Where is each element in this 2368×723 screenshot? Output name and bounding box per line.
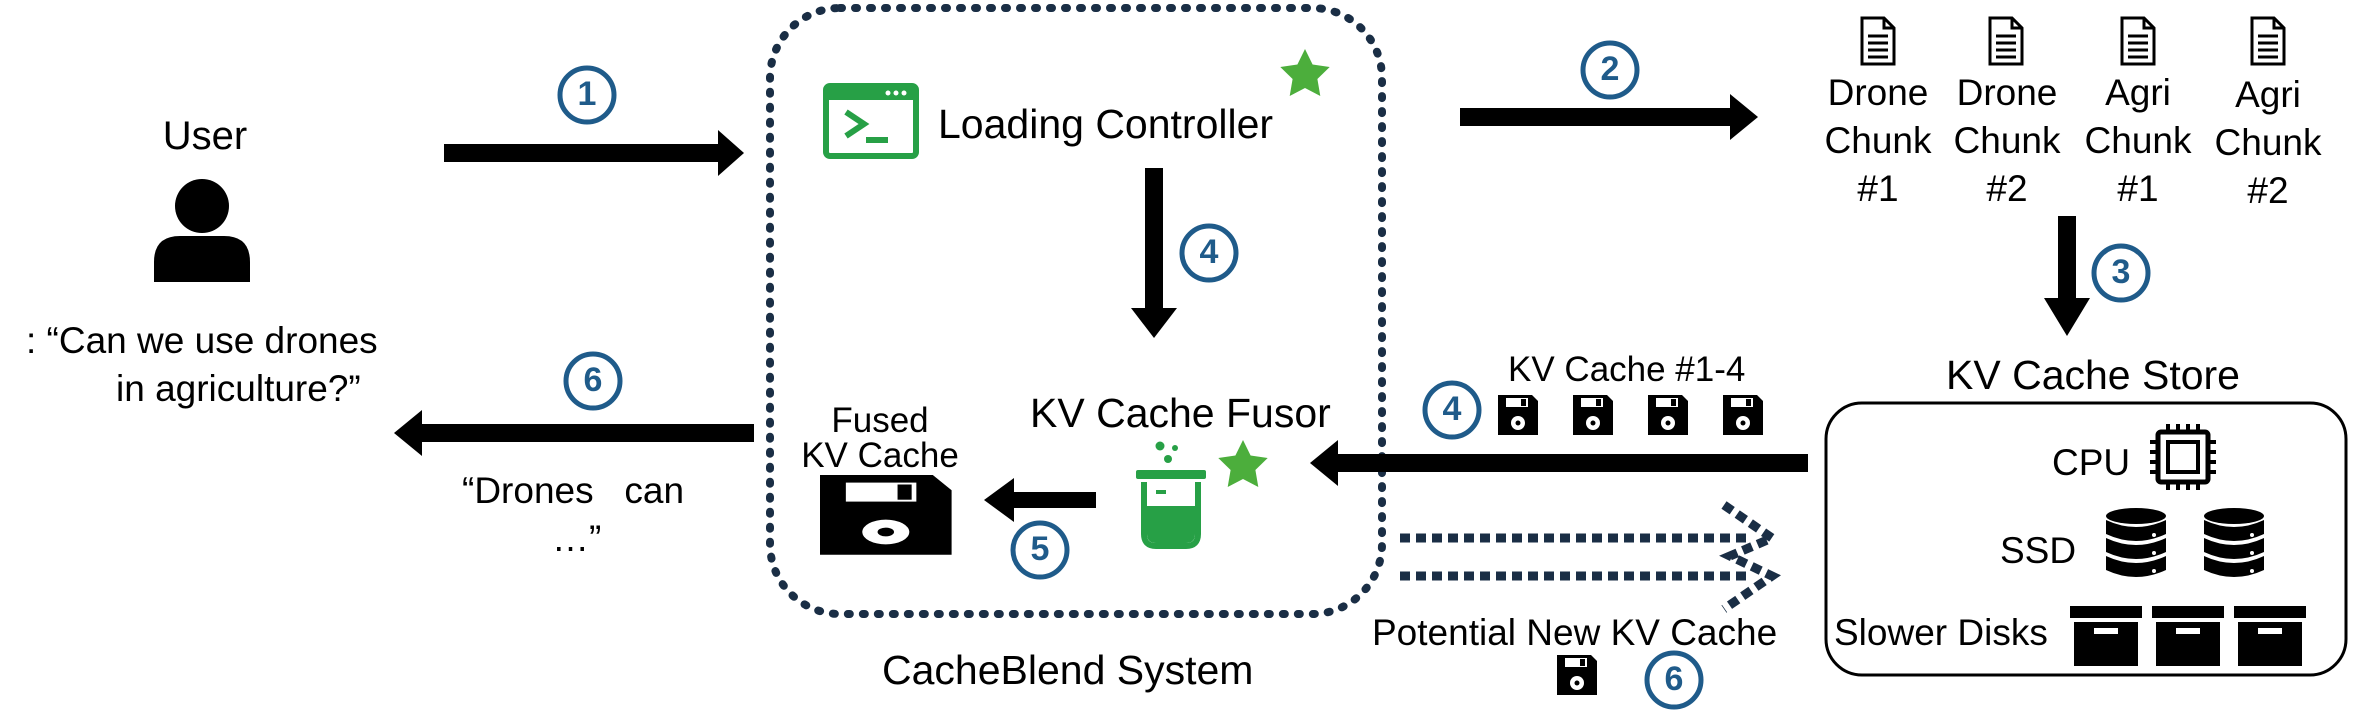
storage-box-icon-2 xyxy=(2152,606,2224,666)
loading-controller-label: Loading Controller xyxy=(938,101,1274,147)
arrow-store-to-fusor xyxy=(1310,440,1808,486)
arrow-chunks-to-store xyxy=(2044,216,2090,336)
arrow-controller-to-fusor xyxy=(1131,168,1177,338)
potential-new-kv-cache-label: Potential New KV Cache xyxy=(1372,612,1778,653)
document-icon-drone-1 xyxy=(1860,16,1896,66)
step-3-label: 3 xyxy=(2111,253,2131,291)
user-icon xyxy=(154,179,250,282)
terminal-icon xyxy=(823,83,919,159)
chunk-2-line2: Chunk xyxy=(1953,120,2061,161)
arrow-answer-to-user xyxy=(394,410,754,456)
beaker-icon xyxy=(1136,441,1206,549)
user-query-line2: in agriculture?” xyxy=(116,368,361,409)
storage-box-icon-1 xyxy=(2070,606,2142,666)
answer-line1: “Drones can xyxy=(462,470,685,511)
storage-box-icon-3 xyxy=(2234,606,2306,666)
answer-line2: …” xyxy=(552,518,602,559)
chunk-2-line1: Drone xyxy=(1956,72,2058,113)
document-icon-drone-2 xyxy=(1988,16,2024,66)
user-label: User xyxy=(162,114,248,158)
step-5-label: 5 xyxy=(1030,530,1050,568)
step-1-label: 1 xyxy=(577,75,597,113)
step-6a-label: 6 xyxy=(583,361,603,399)
store-ssd-label: SSD xyxy=(2000,530,2077,571)
kv-cache-fusor-label: KV Cache Fusor xyxy=(1030,390,1331,436)
star-icon-controller xyxy=(1280,49,1330,96)
cacheblend-system-label: CacheBlend System xyxy=(882,647,1254,693)
kv-cache-floppy-icon-2 xyxy=(1573,395,1613,435)
chunk-2-line3: #2 xyxy=(1986,168,2028,209)
chunk-3-line3: #1 xyxy=(2117,168,2159,209)
new-kv-cache-floppy-icon xyxy=(1557,655,1597,695)
cacheblend-system-boundary xyxy=(766,4,1386,618)
user-query-line1: : “Can we use drones xyxy=(26,320,378,361)
star-icon-fusor xyxy=(1218,440,1268,487)
fused-kv-cache-line1: Fused xyxy=(831,401,929,440)
store-cpu-label: CPU xyxy=(2052,442,2131,483)
document-icon-agri-1 xyxy=(2120,16,2156,66)
fused-kv-cache-line2: KV Cache xyxy=(801,436,959,475)
kv-cache-store-title: KV Cache Store xyxy=(1946,352,2240,398)
store-slower-disks-label: Slower Disks xyxy=(1834,612,2048,653)
chunk-1-line2: Chunk xyxy=(1824,120,1932,161)
step-4b-label: 4 xyxy=(1442,390,1462,428)
chunk-4-line3: #2 xyxy=(2247,170,2289,211)
fused-kv-cache-floppy-icon xyxy=(820,475,952,555)
kv-cache-floppy-icon-1 xyxy=(1498,395,1538,435)
chunk-4-line2: Chunk xyxy=(2214,122,2322,163)
kv-cache-floppy-icon-4 xyxy=(1723,395,1763,435)
kv-cache-1-4-label: KV Cache #1-4 xyxy=(1508,350,1746,389)
kv-cache-floppy-icon-3 xyxy=(1648,395,1688,435)
database-icon-1 xyxy=(2106,508,2166,577)
arrow-new-cache-to-store xyxy=(1400,501,1782,613)
chunk-1-line1: Drone xyxy=(1827,72,1929,113)
arrow-query-to-system xyxy=(444,130,744,176)
database-icon-2 xyxy=(2204,508,2264,577)
chunk-1-line3: #1 xyxy=(1857,168,1899,209)
arrow-system-to-chunks xyxy=(1460,94,1758,140)
arrow-fusor-to-fused-cache xyxy=(984,478,1096,522)
cpu-chip-icon xyxy=(2150,424,2216,490)
chunk-4-line1: Agri xyxy=(2235,74,2301,115)
document-icon-agri-2 xyxy=(2250,16,2286,66)
chunk-3-line1: Agri xyxy=(2105,72,2171,113)
step-4a-label: 4 xyxy=(1199,233,1219,271)
step-6b-label: 6 xyxy=(1664,660,1684,698)
chunk-3-line2: Chunk xyxy=(2084,120,2192,161)
kv-cache-store-box xyxy=(1824,401,2348,677)
step-2-label: 2 xyxy=(1600,50,1620,88)
